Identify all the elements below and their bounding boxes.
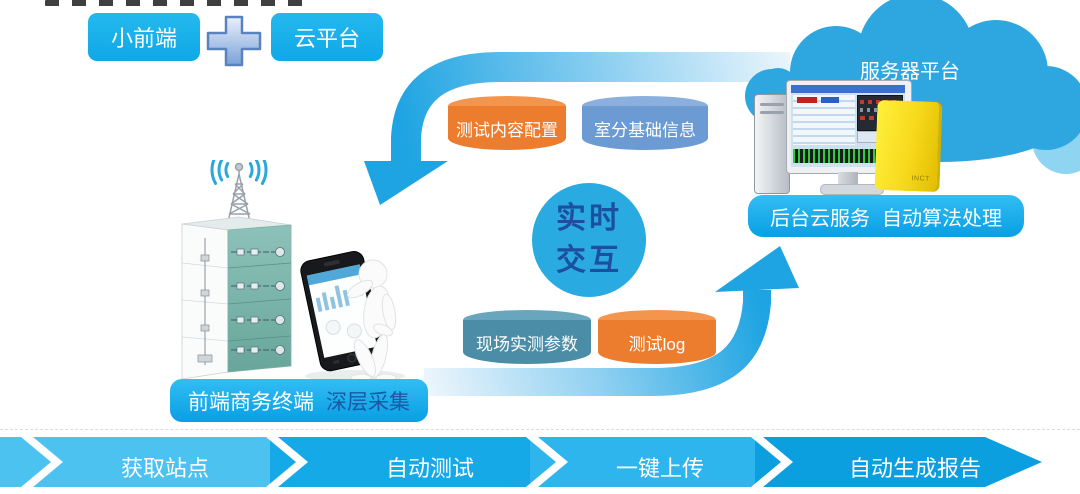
- front-end-box-label: 小前端: [110, 26, 177, 51]
- cloud-platform-box: 云平台: [271, 13, 383, 61]
- download-arrow: [364, 52, 790, 205]
- chevron-separators: [21, 437, 793, 487]
- algorithm-label-text: 自动算法处理: [882, 207, 1002, 230]
- front-terminal-label: 前端商务终端 深层采集: [170, 379, 428, 422]
- drive-slot: [760, 103, 784, 106]
- step-label-4: 自动生成报告: [848, 456, 982, 481]
- cropped-title-remnant: [45, 0, 313, 6]
- cylinder-field-params: 现场实测参数: [463, 310, 591, 364]
- screen-blue-block: [821, 97, 839, 103]
- cylinder-indoor-info-label: 室分基础信息: [594, 120, 696, 140]
- cylinder-test-log-label: 测试log: [628, 334, 686, 354]
- process-banner: [0, 437, 1042, 487]
- server-platform-title: 服务器平台: [860, 61, 960, 83]
- building-das-diagram: [181, 216, 292, 380]
- cylinder-test-config: 测试内容配置: [448, 96, 566, 150]
- step-label-1: 获取站点: [120, 456, 210, 481]
- realtime-line1: 实时: [556, 202, 622, 235]
- step-chevron-4: [755, 437, 1042, 487]
- backend-cloud-label: 后台云服务 自动算法处理: [748, 195, 1024, 237]
- dashed-divider: [0, 429, 1080, 430]
- monitor-stand-neck: [838, 172, 858, 184]
- step-chevron-2: [270, 437, 560, 487]
- cylinder-test-log: 测试log: [598, 310, 716, 364]
- screen-header: [791, 85, 905, 93]
- front-end-box: 小前端: [88, 13, 200, 61]
- step-chevron-3: [530, 437, 785, 487]
- realtime-line2: 交互: [556, 244, 622, 277]
- wifi-waves-icon: [210, 160, 268, 185]
- step-chevron-1: [0, 437, 300, 487]
- screen-red-block: [797, 97, 817, 103]
- step-label-3: 一键上传: [615, 456, 705, 481]
- realtime-interaction-circle: 实时 交互: [532, 183, 646, 297]
- cylinder-test-config-label: 测试内容配置: [456, 120, 558, 140]
- cylinder-field-params-label: 现场实测参数: [476, 334, 578, 354]
- yellow-device-icon: INCT: [874, 99, 943, 193]
- upload-arrow: [424, 246, 799, 396]
- drive-slot: [760, 111, 784, 114]
- backend-label-text: 后台云服务: [770, 207, 870, 230]
- screen-spectrum: [793, 149, 901, 163]
- cloud-platform-box-label: 云平台: [293, 26, 360, 51]
- screen-rows: [793, 95, 855, 145]
- cylinder-indoor-info: 室分基础信息: [582, 96, 708, 150]
- plus-icon: [206, 15, 262, 67]
- front-terminal-label-text: 前端商务终端: [188, 390, 314, 414]
- step-label-2: 自动测试: [385, 456, 475, 481]
- server-tower-icon: [754, 94, 790, 194]
- antenna-tower-icon: [227, 162, 251, 223]
- mascot-figure: [347, 259, 397, 383]
- yellow-device-text: INCT: [911, 175, 930, 183]
- floor-schematics: [231, 247, 285, 355]
- front-terminal-illustration: [181, 160, 405, 383]
- deep-collect-label-text: 深层采集: [326, 390, 410, 414]
